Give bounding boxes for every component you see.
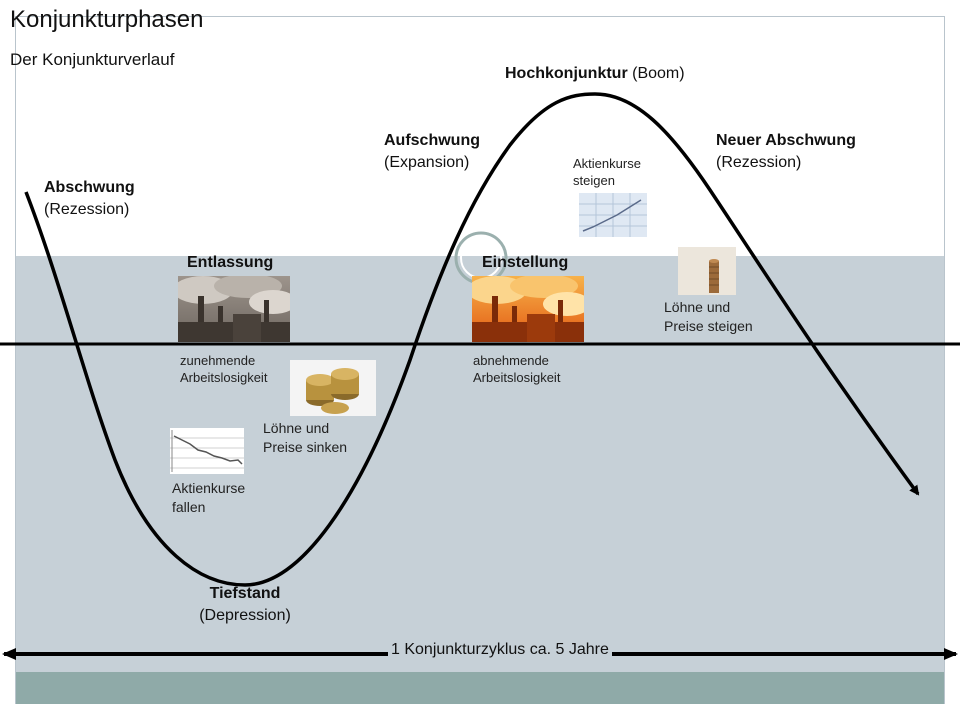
factory-gray-image: [178, 276, 290, 342]
phase-neuer-abschwung: Neuer Abschwung(Rezession): [716, 132, 856, 171]
upper-panel: [15, 16, 945, 258]
cycle-length-label: 1 Konjunkturzyklus ca. 5 Jahre: [388, 639, 612, 661]
phase-tiefstand: Tiefstand(Depression): [199, 585, 291, 624]
cycle-curve: [24, 92, 920, 587]
coin-stack-image: [678, 247, 736, 295]
falling-stock-chart-image: [170, 428, 244, 474]
event-einstellung: Einstellung: [482, 254, 569, 271]
page-title: Konjunkturphasen: [10, 6, 204, 33]
page-subtitle: Der Konjunkturverlauf: [10, 50, 175, 69]
event-entlassung: Entlassung: [187, 254, 274, 271]
factory-orange-image: [472, 276, 584, 342]
coins-image: [290, 360, 376, 416]
rising-stock-chart-image: [579, 193, 647, 237]
bottom-strip: [15, 672, 945, 704]
phase-hochkonjunktur: Hochkonjunktur (Boom): [505, 65, 685, 82]
phase-abschwung: Abschwung(Rezession): [44, 179, 135, 218]
phase-aufschwung: Aufschwung(Expansion): [384, 132, 480, 171]
